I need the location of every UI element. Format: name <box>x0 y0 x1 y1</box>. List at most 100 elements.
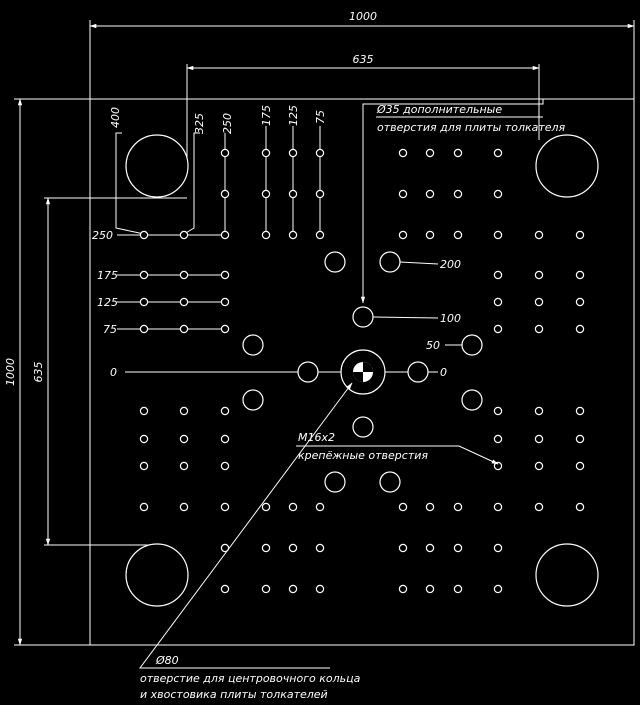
ejector-hole <box>261 584 271 594</box>
column-label-250: 250 <box>221 113 234 134</box>
ejector-hole <box>179 230 189 240</box>
ejector-hole <box>453 584 463 594</box>
extra-hole <box>379 471 401 493</box>
ejector-hole <box>288 189 298 199</box>
dimension-guide-horizontal-label: 635 <box>353 53 374 66</box>
ejector-hole <box>220 543 230 553</box>
ejector-hole <box>534 270 544 280</box>
plate-outline <box>89 98 635 646</box>
guide-hole-bottom-left <box>125 543 189 607</box>
ejector-hole <box>220 502 230 512</box>
ejector-hole <box>453 230 463 240</box>
callout-mount-holes: M16x2 крепёжные отверстия <box>296 431 499 465</box>
callout-center-line1: Ø80 <box>155 654 179 667</box>
ejector-hole <box>575 406 585 416</box>
row-label-125: 125 <box>97 296 118 309</box>
ejector-hole <box>575 297 585 307</box>
ejector-hole <box>493 230 503 240</box>
ejector-hole <box>453 148 463 158</box>
row-scale: 250 175 125 75 <box>92 229 225 336</box>
ejector-hole <box>139 324 149 334</box>
ejector-hole <box>493 434 503 444</box>
ejector-hole <box>534 324 544 334</box>
ejector-hole <box>493 324 503 334</box>
ejector-hole <box>179 461 189 471</box>
callout-ejector-line1: Ø35 дополнительные <box>376 103 502 116</box>
column-label-75: 75 <box>314 110 327 124</box>
ejector-hole <box>220 406 230 416</box>
guide-hole-bottom-right <box>535 543 599 607</box>
ejector-hole <box>575 502 585 512</box>
row-label-250: 250 <box>92 229 113 242</box>
ejector-hole <box>220 461 230 471</box>
ejector-hole <box>493 189 503 199</box>
ejector-hole <box>315 230 325 240</box>
ejector-hole <box>398 502 408 512</box>
ejector-hole <box>288 502 298 512</box>
ejector-hole <box>534 406 544 416</box>
ejector-hole <box>575 324 585 334</box>
ejector-hole <box>575 434 585 444</box>
extra-hole <box>379 251 401 273</box>
extra-hole <box>352 306 374 328</box>
extra-hole <box>297 361 319 383</box>
dimension-width-label: 1000 <box>349 10 377 23</box>
extra-hole <box>407 361 429 383</box>
ejector-hole <box>493 502 503 512</box>
ejector-hole <box>179 502 189 512</box>
column-label-125: 125 <box>287 105 300 126</box>
radial-label-200: 200 <box>440 258 461 271</box>
ejector-hole <box>315 502 325 512</box>
ejector-hole <box>575 270 585 280</box>
dimension-height: 1000 <box>4 98 90 646</box>
extra-hole <box>242 334 264 356</box>
extra-hole <box>461 389 483 411</box>
ejector-hole <box>220 148 230 158</box>
center-zero-right: 0 <box>440 366 447 379</box>
callout-ejector-line2: отверстия для плиты толкателя <box>377 121 566 134</box>
column-label-325: 325 <box>193 113 206 134</box>
center-hole <box>340 349 386 395</box>
ejector-hole <box>534 434 544 444</box>
extra-hole <box>324 251 346 273</box>
extra-hole <box>461 334 483 356</box>
ejector-hole <box>453 502 463 512</box>
ejector-hole <box>493 543 503 553</box>
ejector-hole <box>288 230 298 240</box>
ejector-hole <box>425 584 435 594</box>
ejector-hole <box>575 230 585 240</box>
column-scale: 400 325 250 175 125 75 <box>109 105 327 235</box>
ejector-hole <box>493 584 503 594</box>
dimension-guide-vertical-label: 635 <box>32 362 45 383</box>
ejector-hole <box>493 406 503 416</box>
ejector-hole <box>425 230 435 240</box>
ejector-hole <box>220 230 230 240</box>
ejector-hole <box>425 148 435 158</box>
additional-holes <box>242 251 483 493</box>
ejector-hole <box>261 148 271 158</box>
radial-marks: 200 100 50 <box>372 258 462 352</box>
ejector-hole <box>139 297 149 307</box>
ejector-hole <box>220 297 230 307</box>
callout-center-hole: Ø80 отверстие для центровочного кольца и… <box>139 382 361 701</box>
ejector-hole <box>261 189 271 199</box>
callout-center-line2: отверстие для центровочного кольца <box>140 672 361 685</box>
ejector-hole <box>398 584 408 594</box>
ejector-hole <box>398 189 408 199</box>
guide-hole-top-left <box>125 134 189 198</box>
center-zero-left: 0 <box>110 366 117 379</box>
ejector-hole <box>493 148 503 158</box>
ejector-hole <box>288 584 298 594</box>
callout-ejector-holes: Ø35 дополнительные отверстия для плиты т… <box>360 99 566 304</box>
ejector-hole <box>453 543 463 553</box>
callout-mount-line1: M16x2 <box>298 431 335 444</box>
ejector-hole <box>179 434 189 444</box>
extra-hole <box>242 389 264 411</box>
ejector-hole <box>139 230 149 240</box>
radial-label-100: 100 <box>440 312 461 325</box>
extra-hole <box>324 471 346 493</box>
ejector-hole <box>425 189 435 199</box>
ejector-hole <box>315 148 325 158</box>
ejector-hole <box>220 584 230 594</box>
